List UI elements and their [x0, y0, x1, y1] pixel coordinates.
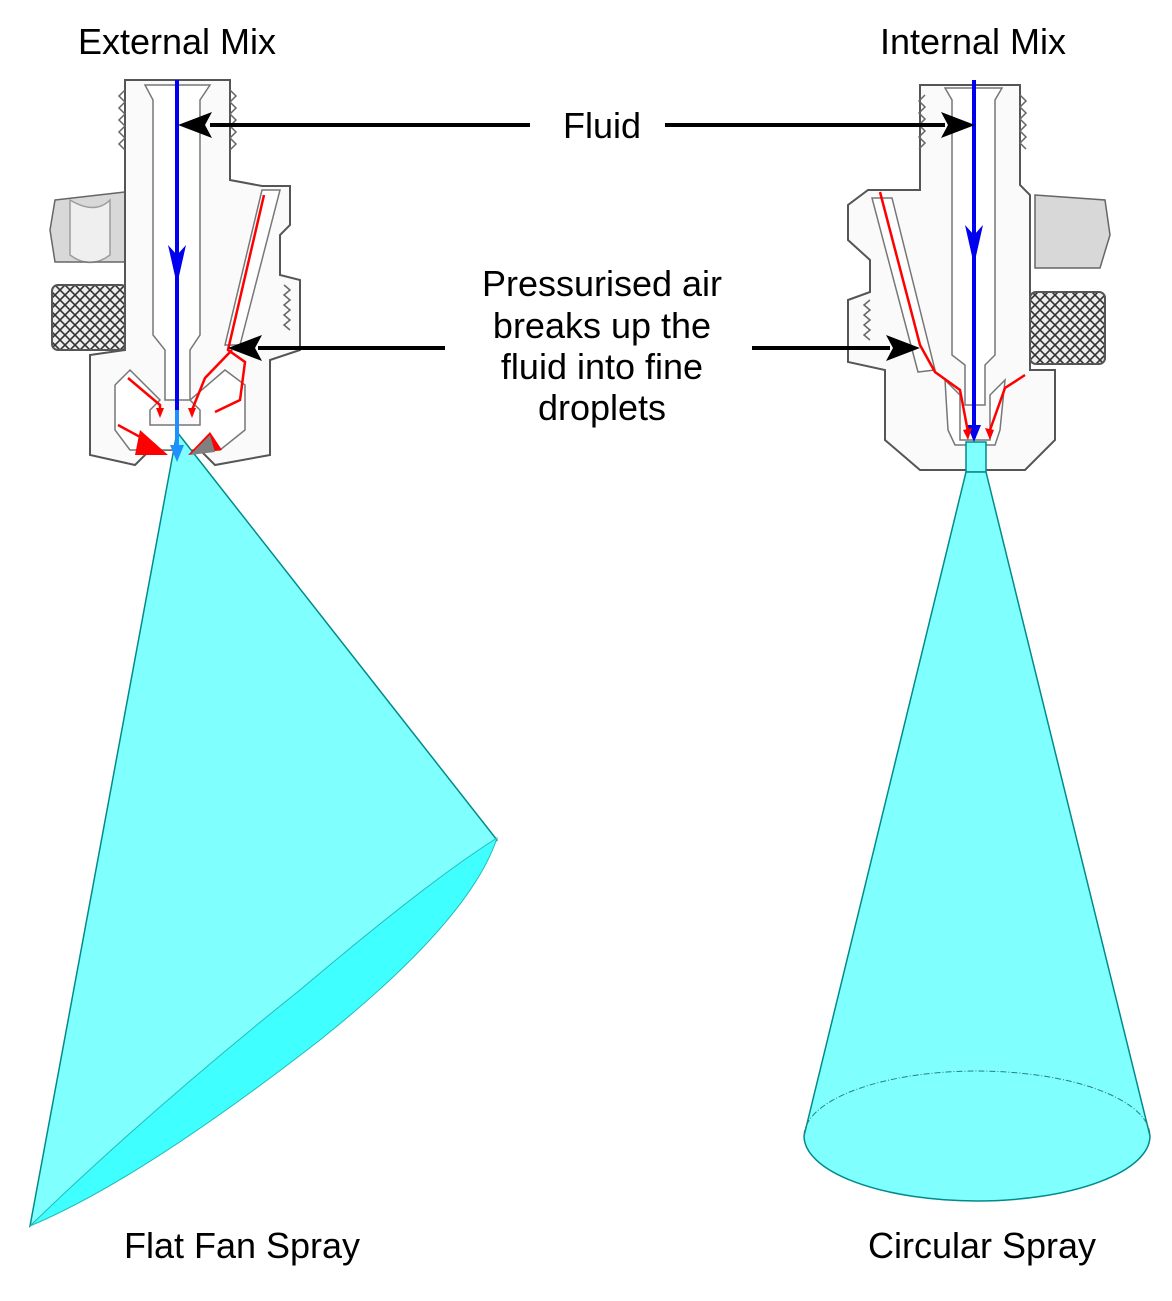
label-fluid: Fluid — [563, 105, 641, 146]
fluid-arrows — [168, 80, 983, 462]
knurled-ring — [1029, 291, 1106, 365]
air-pointer-left — [228, 335, 262, 361]
title-external-mix: External Mix — [78, 21, 276, 62]
fluid-arrow-head — [168, 245, 186, 285]
fluid-arrow-head — [965, 225, 983, 265]
caption-flat-fan-spray: Flat Fan Spray — [124, 1225, 360, 1266]
hex-nut — [1034, 194, 1111, 269]
caption-circular-spray: Circular Spray — [868, 1225, 1096, 1266]
fluid-pointer-right — [941, 112, 975, 138]
fluid-pointer-left — [178, 112, 212, 138]
knurled-ring — [51, 284, 128, 351]
nozzle-tip — [965, 441, 987, 473]
flat-fan-spray — [28, 430, 499, 1228]
circular-spray — [803, 441, 1151, 1202]
label-air-line-4: droplets — [538, 387, 666, 428]
label-air-line-2: breaks up the — [493, 305, 711, 346]
air-paths — [117, 191, 1026, 447]
label-air-line-3: fluid into fine — [501, 346, 703, 387]
air-pointer-right — [886, 335, 920, 361]
air-arrow-head-grey — [190, 435, 215, 455]
label-air-line-1: Pressurised air — [482, 263, 722, 304]
title-internal-mix: Internal Mix — [880, 21, 1066, 62]
pointer-arrows — [178, 112, 975, 361]
internal-mix-nozzle — [847, 84, 1111, 471]
